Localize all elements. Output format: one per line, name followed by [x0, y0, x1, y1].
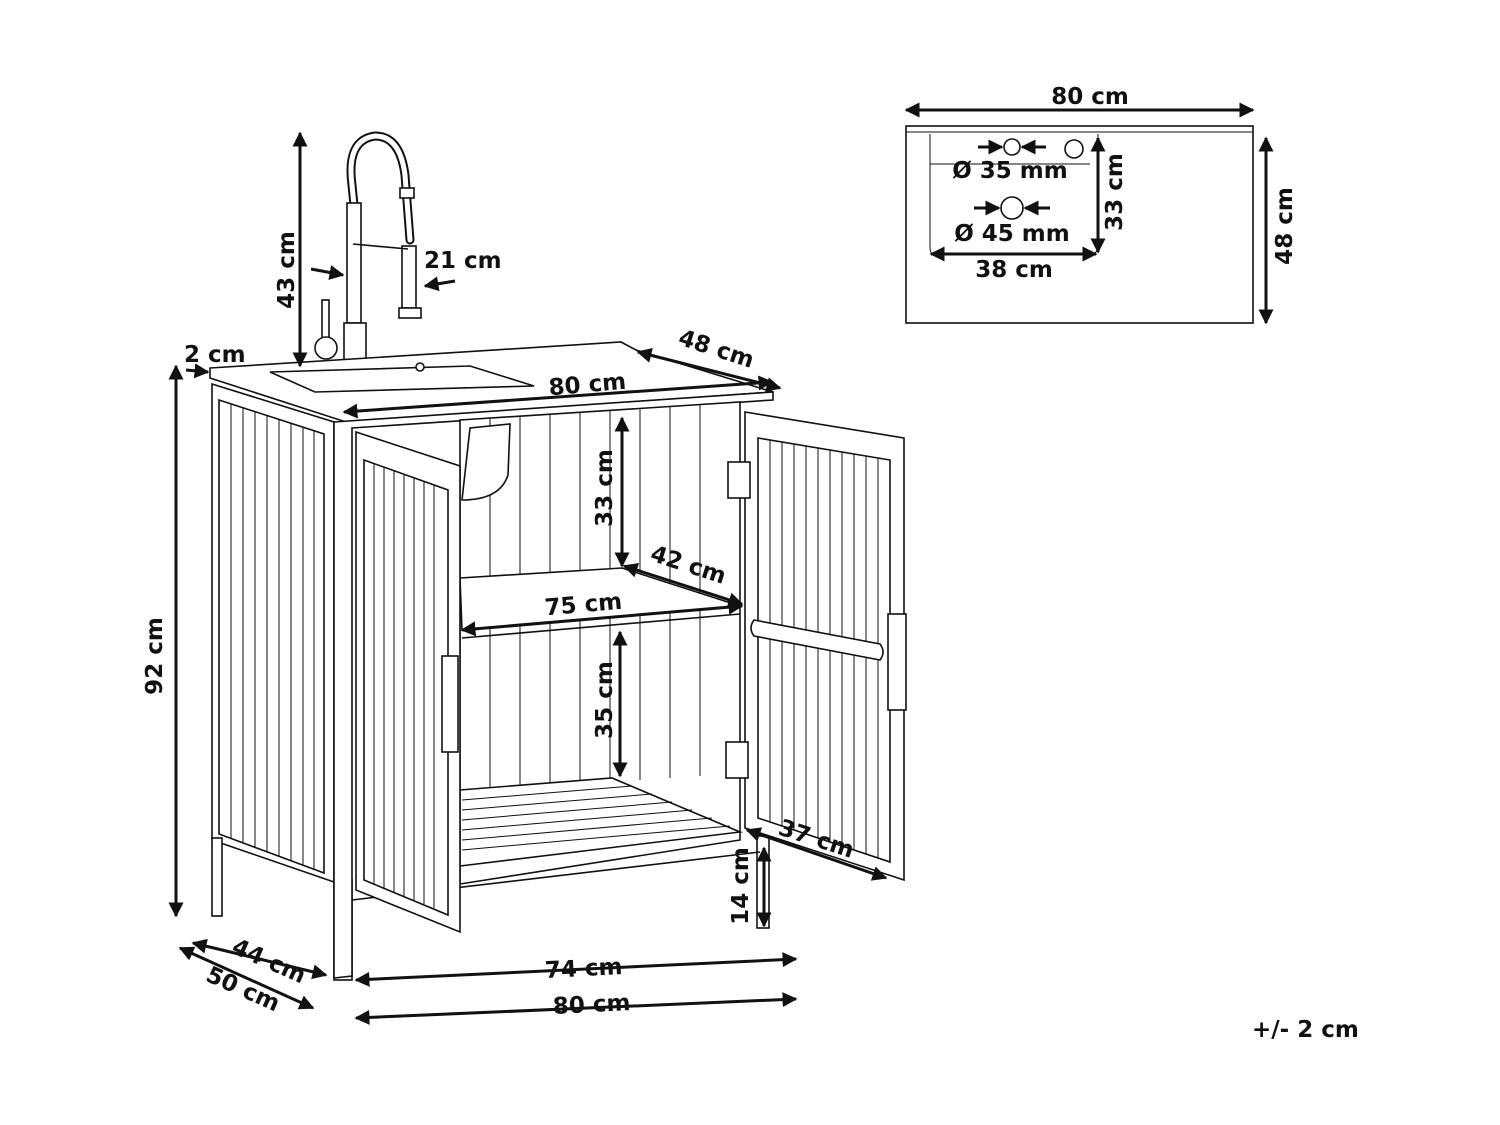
hinge-icon — [727, 461, 751, 499]
total-height-label: 92 cm — [142, 617, 168, 695]
faucet-hole-icon — [1003, 138, 1021, 156]
leg-height-label: 14 cm — [728, 847, 754, 925]
left-side-panel — [211, 382, 335, 884]
sink-bowl — [461, 423, 511, 501]
faucet-icon — [314, 131, 422, 369]
tolerance-note: +/- 2 cm — [1252, 1017, 1359, 1043]
door-rail — [750, 619, 884, 661]
top-view-outline — [905, 125, 1254, 324]
lower-interior-height-label: 35 cm — [592, 661, 618, 739]
top-view-width-label: 80 cm — [1051, 84, 1129, 110]
faucet-height-label: 43 cm — [274, 231, 300, 309]
basin-depth-label: 33 cm — [1102, 153, 1128, 231]
rim-thickness-label: 2 cm — [184, 342, 246, 368]
dimension-lines — [168, 131, 888, 1025]
basin-width-label: 38 cm — [975, 257, 1053, 283]
left-door-handle — [441, 655, 459, 753]
cabinet — [209, 341, 907, 981]
right-door-handle — [887, 613, 907, 711]
top-view: 80 cm 48 cm Ø 35 mm Ø 45 mm 33 cm 38 cm — [904, 84, 1298, 325]
top-view-depth-label: 48 cm — [1272, 187, 1298, 265]
base-width-label: 80 cm — [552, 990, 631, 1020]
small-hole-label: Ø 35 mm — [952, 158, 1068, 184]
upper-interior-height-label: 33 cm — [592, 449, 618, 527]
inner-width-label: 74 cm — [544, 954, 623, 984]
hinge-icon — [725, 741, 749, 779]
top-depth-line — [636, 348, 782, 392]
drain-hole-icon — [1000, 196, 1024, 220]
faucet-hole-icon — [1064, 139, 1084, 159]
large-hole-label: Ø 45 mm — [954, 221, 1070, 247]
spray-head-label: 21 cm — [424, 248, 502, 274]
